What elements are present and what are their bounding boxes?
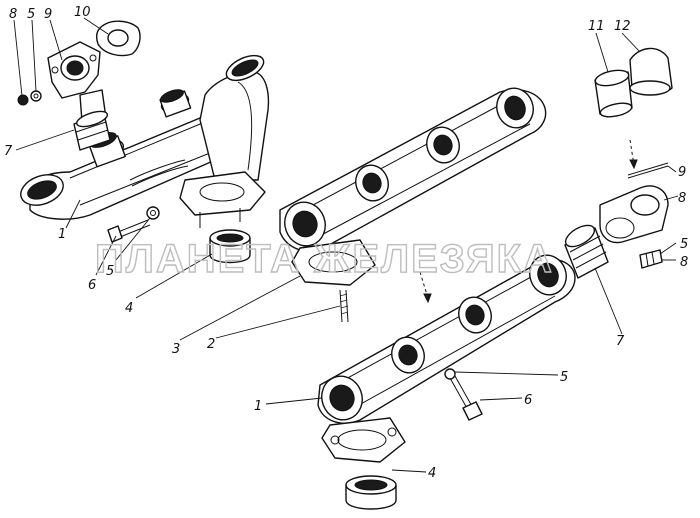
- callout-label: 1: [58, 227, 66, 242]
- callout-label: 10: [74, 5, 91, 20]
- callout-label: 2: [207, 337, 215, 352]
- callout-label: 5: [27, 7, 35, 22]
- callout-label: 4: [125, 301, 133, 316]
- elbow-flange-part: [47, 41, 107, 123]
- gasket-part: [95, 20, 141, 57]
- callout-label: 5: [106, 264, 114, 279]
- callout-labels: 8 5 9 10 7 1 6 5 4 3 2 11 12 9 8 5 8 7 5…: [4, 5, 688, 481]
- coupling-sleeve-part-7: [564, 224, 609, 279]
- center-exhaust-manifold: [279, 87, 547, 323]
- plug-part-8: [639, 249, 663, 269]
- callout-label: 5: [560, 370, 568, 385]
- nut-and-washer-parts: [17, 90, 42, 106]
- assembly-arrows: [419, 139, 638, 304]
- callout-label: 9: [44, 7, 52, 22]
- callout-label: 7: [616, 334, 625, 349]
- lower-exhaust-manifold: [317, 254, 576, 463]
- callout-label: 1: [254, 399, 262, 414]
- leader-lines: [13, 17, 679, 473]
- callout-label: 4: [428, 466, 436, 481]
- bolt-and-washer-left: [107, 206, 160, 243]
- callout-label: 8: [680, 255, 688, 270]
- watermark-text: ПЛАНЕТА ЖЕЛЕЗЯКА: [95, 237, 554, 281]
- callout-label: 11: [588, 19, 605, 34]
- callout-label: 9: [678, 165, 686, 180]
- left-exhaust-manifold: [20, 54, 270, 228]
- elbow-part-8: [599, 185, 669, 244]
- callout-label: 8: [678, 191, 686, 206]
- bolt-part-lower: [444, 368, 483, 421]
- callout-label: 12: [614, 19, 631, 34]
- callout-label: 8: [9, 7, 17, 22]
- bushing-part-lower: [345, 475, 397, 510]
- coupling-sleeve-part: [73, 110, 111, 151]
- pin-part-9: [627, 162, 669, 179]
- callout-label: 5: [680, 237, 688, 252]
- callout-label: 3: [172, 342, 180, 357]
- callout-label: 6: [524, 393, 532, 408]
- cap-part-12: [629, 47, 673, 96]
- sleeve-part-11: [594, 69, 633, 118]
- callout-label: 6: [88, 278, 96, 293]
- callout-label: 7: [4, 144, 13, 159]
